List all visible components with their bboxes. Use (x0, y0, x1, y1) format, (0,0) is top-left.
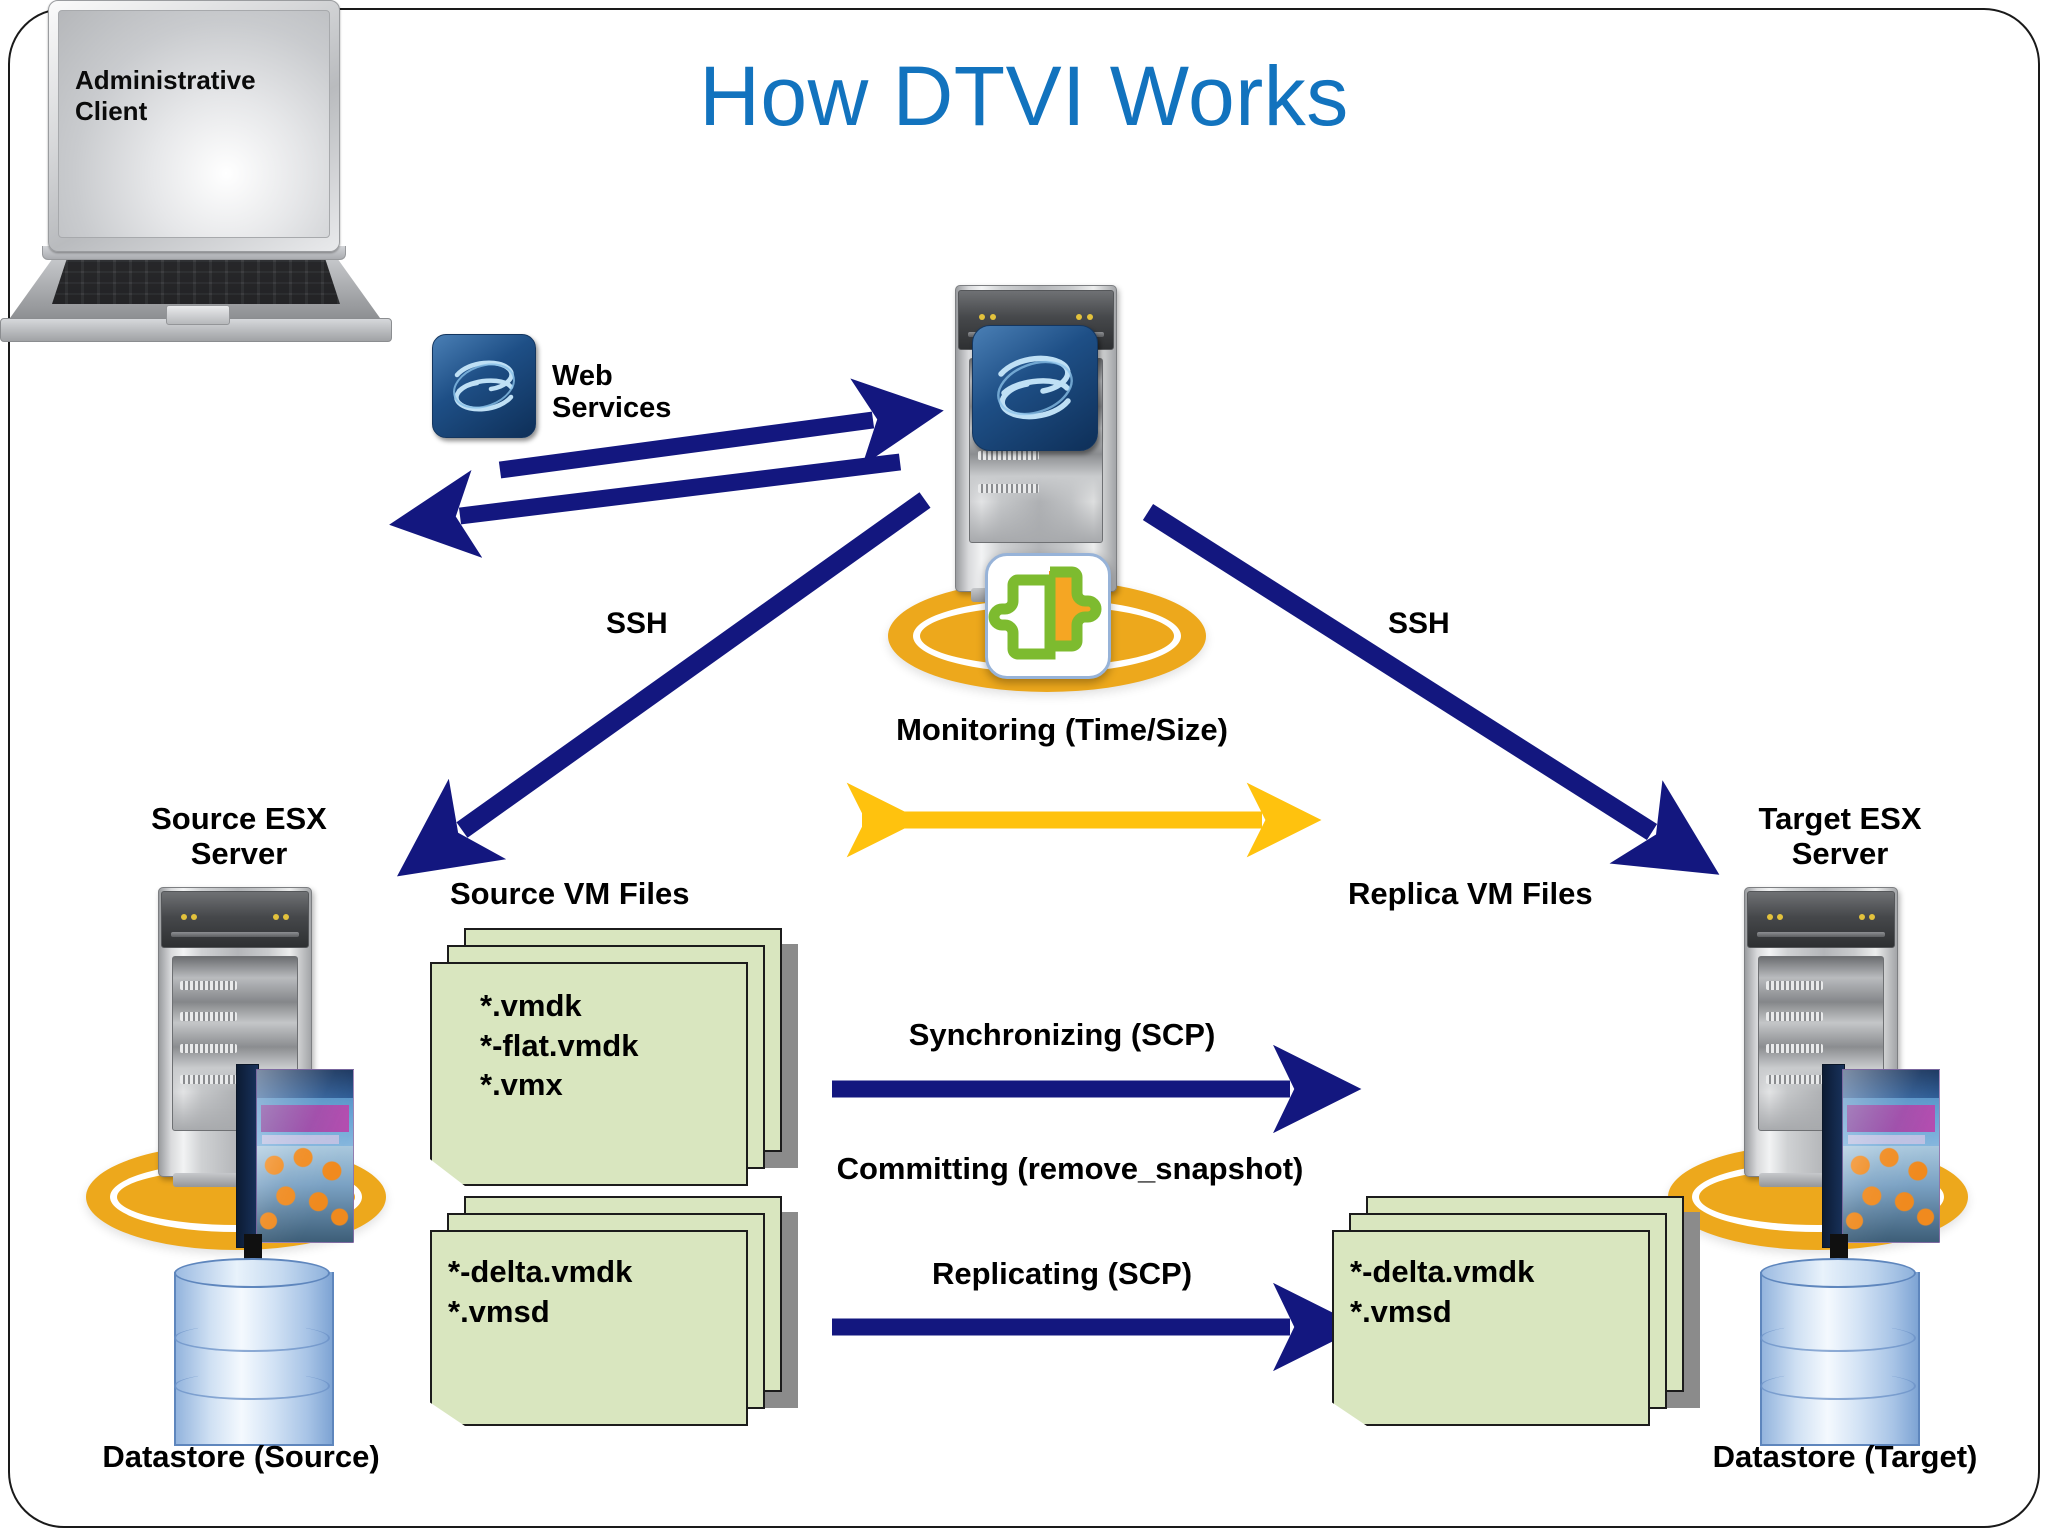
web-services-label-line2: Services (552, 392, 672, 425)
server-vent (1766, 1012, 1824, 1022)
file-page-front: *-delta.vmdk *.vmsd (1332, 1230, 1650, 1426)
target-esx-label: Target ESX Server (1690, 801, 1990, 871)
cylinder-ridge (1760, 1324, 1916, 1352)
cylinder-body (174, 1272, 334, 1446)
source-delta-files-stack: *-delta.vmdk *.vmsd (430, 1196, 800, 1446)
page-title: How DTVI Works (699, 49, 1349, 143)
source-vmware-infrastructure-box (236, 1064, 354, 1248)
server-drive-bay (161, 891, 309, 949)
cylinder-ridge (174, 1324, 330, 1352)
web-services-label: Web Services (552, 360, 671, 425)
arrow-client-to-server (498, 378, 944, 479)
source-vm-file-list: *.vmdk *-flat.vmdk *.vmx (480, 986, 638, 1105)
replica-vm-files-heading: Replica VM Files (1348, 876, 1593, 911)
source-esx-label-line1: Source ESX (151, 801, 327, 836)
server-vent (180, 1074, 238, 1084)
vmware-box-artwork (1842, 1145, 1939, 1242)
source-delta-file-list: *-delta.vmdk *.vmsd (448, 1252, 632, 1331)
file-page-front: *-delta.vmdk *.vmsd (430, 1230, 748, 1426)
ssh-label-left: SSH (606, 607, 668, 640)
server-optical-slot (1756, 931, 1886, 937)
source-vm-files-heading: Source VM Files (450, 876, 690, 911)
source-esx-label: Source ESX Server (84, 801, 394, 871)
cylinder-ridge (1760, 1372, 1916, 1400)
source-vm-files-stack: *.vmdk *-flat.vmdk *.vmx (430, 928, 800, 1186)
server-vent (978, 483, 1039, 493)
administrative-client-laptop: Administrative Client (0, 0, 420, 345)
target-vmware-infrastructure-box (1822, 1064, 1940, 1248)
puzzle-piece-icon (985, 553, 1111, 679)
arrow-ssh-target (1142, 503, 1720, 875)
source-esx-label-line2: Server (190, 835, 288, 871)
laptop-screen: Administrative Client (58, 10, 330, 238)
server-led (1076, 313, 1083, 320)
server-vent (1766, 1074, 1824, 1084)
vmware-box-title-band (1846, 1104, 1936, 1133)
datastore-target-label: Datastore (Target) (1712, 1439, 1978, 1474)
file-name: *.vmx (480, 1067, 563, 1103)
synchronizing-label: Synchronizing (SCP) (908, 1017, 1216, 1052)
server-led (1858, 914, 1865, 921)
target-datastore-cylinder (1760, 1234, 1920, 1458)
server-led (1868, 914, 1875, 921)
vmware-box-title-band (260, 1104, 350, 1133)
laptop-trackpad (166, 305, 230, 325)
committing-label: Committing (remove_snapshot) (836, 1151, 1304, 1186)
vmware-box-artwork (256, 1145, 353, 1242)
file-name: *.vmsd (448, 1293, 550, 1329)
vmware-box-header (1842, 1070, 1939, 1098)
vmware-box-subtitle-band (1848, 1135, 1926, 1144)
server-vent (1766, 981, 1824, 991)
server-vent (180, 1043, 238, 1053)
target-esx-label-line1: Target ESX (1758, 801, 1922, 836)
server-led (989, 313, 996, 320)
vmware-box-front (255, 1069, 354, 1243)
cylinder-body (1760, 1272, 1920, 1446)
ssh-label-right: SSH (1388, 607, 1450, 640)
replica-vm-files-stack: *-delta.vmdk *.vmsd (1332, 1196, 1702, 1446)
server-led (180, 914, 187, 921)
cylinder-ridge (174, 1372, 330, 1400)
datastore-source-label: Datastore (Source) (102, 1439, 380, 1474)
server-drive-bay (1747, 891, 1895, 949)
web-services-swoosh-icon (432, 334, 536, 438)
admin-client-label-line1: Administrative (75, 65, 256, 95)
server-led (979, 313, 986, 320)
file-name: *.vmsd (1350, 1293, 1452, 1329)
server-vent (1766, 1043, 1824, 1053)
server-vent (978, 450, 1039, 460)
file-name: *.vmdk (480, 988, 582, 1023)
monitoring-label: Monitoring (Time/Size) (896, 712, 1228, 747)
server-led (1086, 313, 1093, 320)
file-name: *-delta.vmdk (1350, 1254, 1535, 1289)
web-services-label-line1: Web (552, 360, 613, 392)
replicating-label: Replicating (SCP) (931, 1256, 1193, 1291)
arrow-server-to-client (389, 453, 902, 558)
file-page-front: *.vmdk *-flat.vmdk *.vmx (430, 962, 748, 1186)
management-server-web-services-icon (972, 325, 1098, 451)
cylinder-top (174, 1258, 330, 1288)
file-name: *-flat.vmdk (480, 1027, 639, 1063)
server-led (191, 914, 198, 921)
replica-file-list: *-delta.vmdk *.vmsd (1350, 1252, 1534, 1331)
vmware-box-subtitle-band (262, 1135, 340, 1144)
server-led (282, 914, 289, 921)
file-name: *-delta.vmdk (448, 1254, 633, 1289)
vmware-box-front (1841, 1069, 1940, 1243)
cylinder-top (1760, 1258, 1916, 1288)
target-esx-label-line2: Server (1791, 835, 1889, 871)
server-vent (180, 1012, 238, 1022)
server-led (1766, 914, 1773, 921)
vmware-box-header (256, 1070, 353, 1098)
laptop-lid: Administrative Client (48, 0, 340, 252)
admin-client-label-line2: Client (75, 96, 148, 127)
laptop-keyboard (52, 260, 340, 304)
arrow-ssh-source (397, 492, 931, 877)
server-led (1777, 914, 1784, 921)
server-led (272, 914, 279, 921)
source-datastore-cylinder (174, 1234, 334, 1458)
admin-client-label: Administrative Client (75, 65, 256, 127)
server-optical-slot (170, 931, 300, 937)
server-vent (180, 981, 238, 991)
